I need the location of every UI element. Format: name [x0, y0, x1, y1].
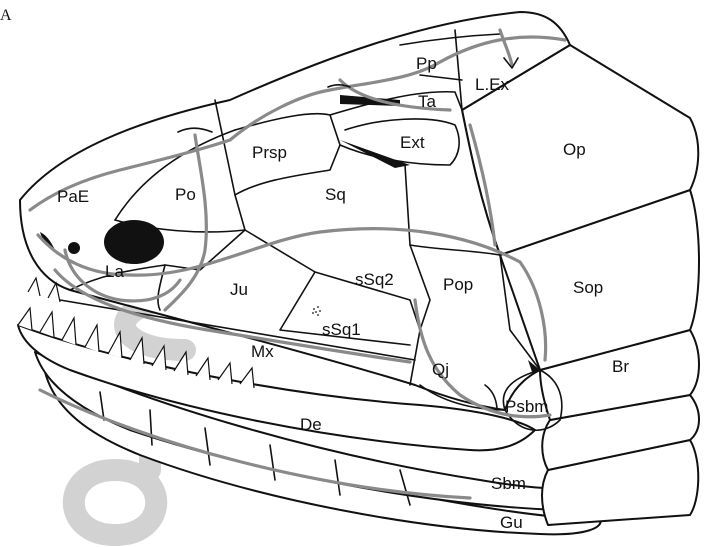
label-gu: Gu [500, 513, 523, 532]
label-br: Br [612, 357, 629, 376]
label-mx: Mx [251, 342, 274, 361]
label-ssq2: sSq2 [355, 270, 394, 289]
label-op: Op [563, 140, 586, 159]
label-ta: Ta [418, 92, 437, 111]
panel-letter: A [0, 7, 12, 24]
label-sq: Sq [325, 185, 346, 204]
label-ssq1: sSq1 [322, 320, 361, 339]
label-qj: Qj [432, 360, 449, 379]
label-sop: Sop [573, 278, 603, 297]
label-psbm: Psbm [505, 397, 548, 416]
label-pop: Pop [443, 275, 473, 294]
label-po: Po [175, 185, 196, 204]
label-lex: L.Ex [475, 75, 510, 94]
label-prsp: Prsp [252, 143, 287, 162]
label-la: La [105, 262, 124, 281]
label-pae: PaE [57, 187, 89, 206]
label-pp: Pp [416, 54, 437, 73]
label-sbm: Sbm [491, 474, 526, 493]
label-ju: Ju [230, 280, 248, 299]
label-de: De [300, 415, 322, 434]
label-ext: Ext [400, 133, 425, 152]
